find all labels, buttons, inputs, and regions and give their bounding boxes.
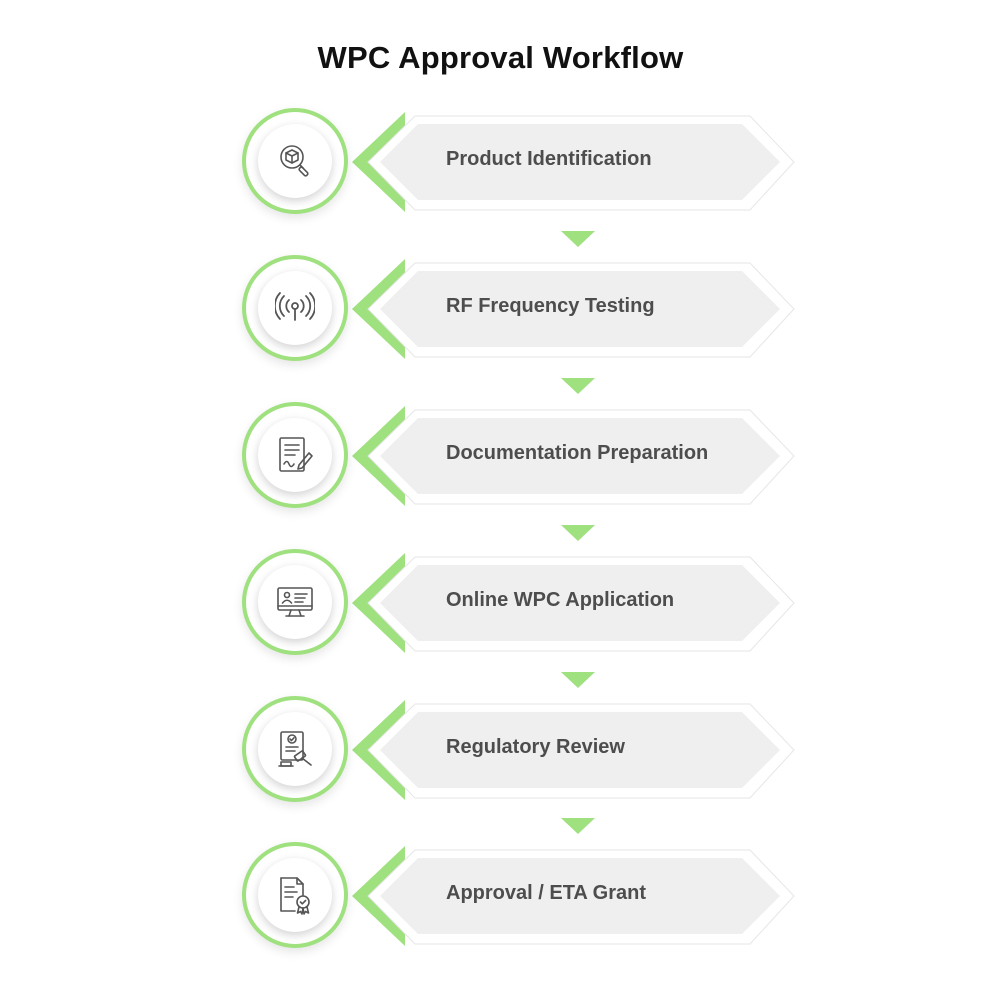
step-label: Regulatory Review (446, 736, 625, 758)
workflow-step-online-wpc-application: Online WPC Application (0, 547, 1001, 659)
workflow-step-rf-frequency-testing: RF Frequency Testing (0, 253, 1001, 365)
step-card (352, 553, 795, 653)
product-search-icon (280, 145, 309, 177)
step-card (352, 700, 795, 800)
step-card (352, 112, 795, 212)
step-label: Approval / ETA Grant (446, 882, 647, 904)
step-icon-badge (242, 696, 348, 802)
step-label: Documentation Preparation (446, 442, 709, 464)
down-arrow-icon (561, 818, 595, 834)
down-arrow-icon (561, 378, 595, 394)
workflow-step-approval-eta-grant: Approval / ETA Grant (0, 840, 1001, 952)
rf-antenna-icon (275, 292, 315, 321)
step-label: RF Frequency Testing (446, 295, 655, 317)
step-card (352, 406, 795, 506)
step-icon-badge (242, 255, 348, 361)
step-card (352, 259, 795, 359)
step-label: Online WPC Application (446, 589, 675, 611)
step-icon-badge (242, 549, 348, 655)
down-arrow-icon (561, 231, 595, 247)
step-label: Product Identification (446, 148, 652, 170)
online-application-monitor-icon (277, 587, 313, 617)
step-icon-badge (242, 842, 348, 948)
workflow-step-regulatory-review: Regulatory Review (0, 694, 1001, 806)
legal-review-gavel-icon (278, 731, 312, 767)
workflow-step-product-identification: Product Identification (0, 106, 1001, 218)
diagram-title: WPC Approval Workflow (317, 40, 684, 75)
down-arrow-icon (561, 672, 595, 688)
certificate-approval-icon (280, 877, 310, 915)
step-icon-badge (242, 108, 348, 214)
step-icon-badge (242, 402, 348, 508)
document-sign-icon (279, 437, 313, 472)
workflow-step-documentation-preparation: Documentation Preparation (0, 400, 1001, 512)
step-card (352, 846, 795, 946)
down-arrow-icon (561, 525, 595, 541)
